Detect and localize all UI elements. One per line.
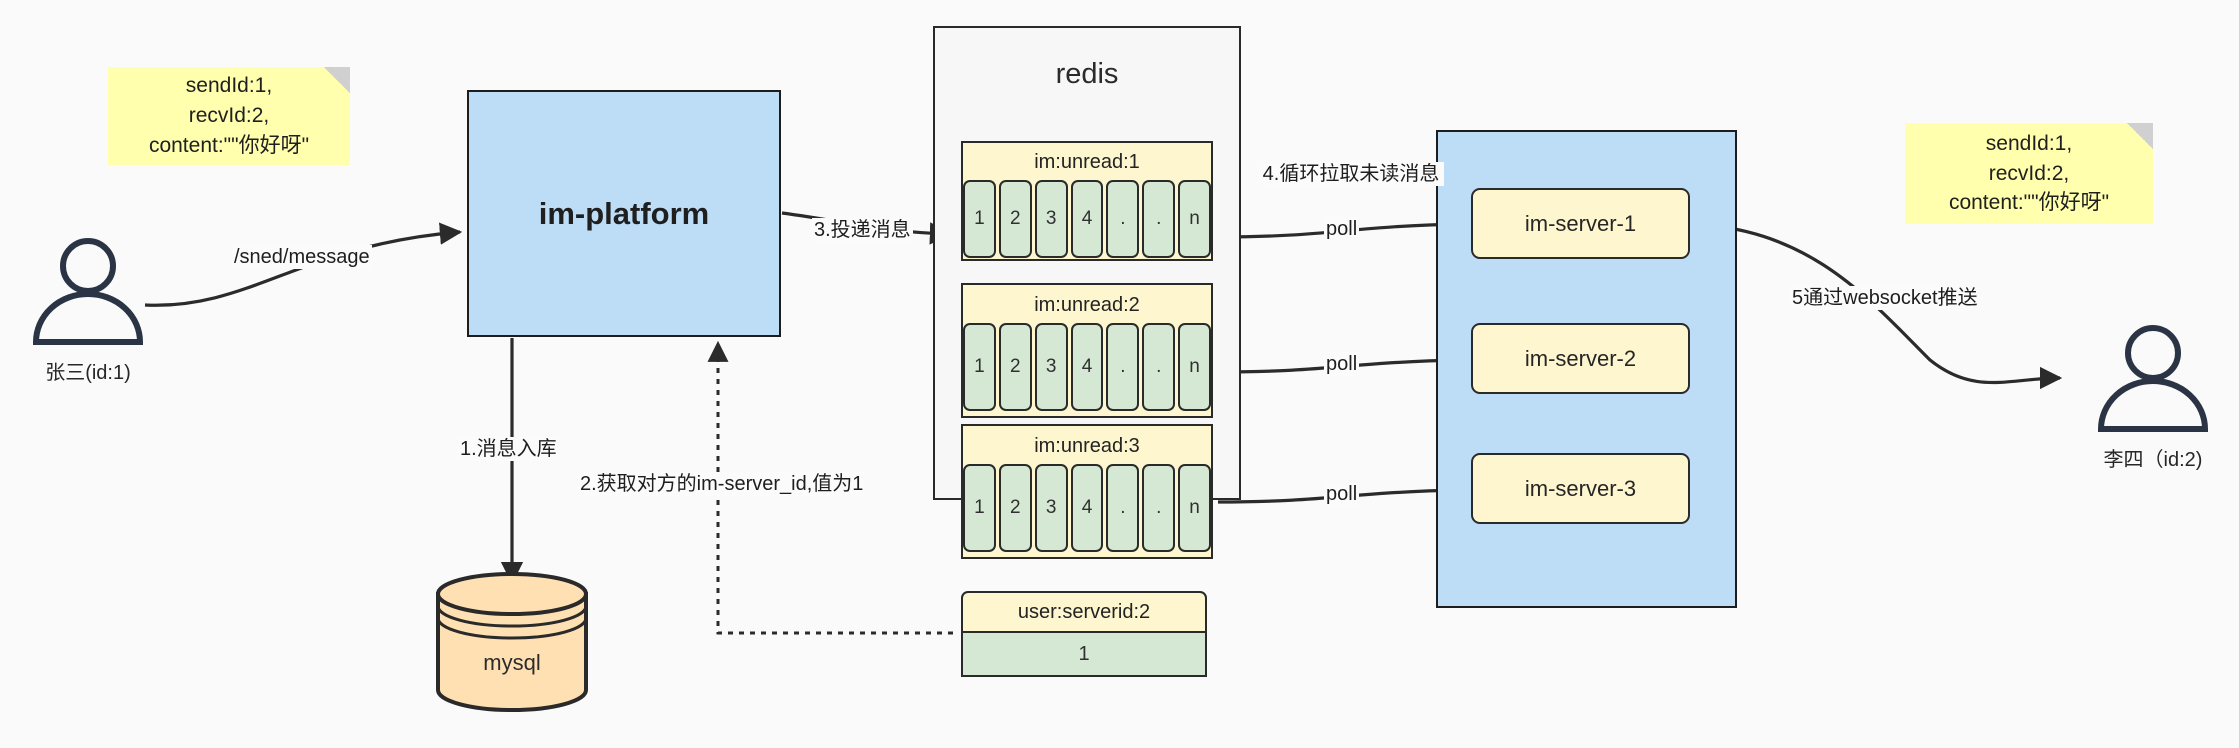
actor-sender: 张三(id:1)	[20, 238, 156, 384]
redis-list-2-cells: 1 2 3 4 . . n	[963, 323, 1212, 411]
im-server-3-box[interactable]: im-server-3	[1471, 453, 1690, 524]
list-cell[interactable]: n	[1178, 464, 1212, 552]
list-cell[interactable]: n	[1178, 180, 1212, 258]
list-cell[interactable]: n	[1178, 323, 1212, 411]
list-cell[interactable]: 2	[998, 323, 1032, 411]
redis-list-key: im:unread:3	[1034, 435, 1140, 457]
edge-label-step3: 3.投递消息	[812, 218, 913, 242]
edge-label-poll-3: poll	[1324, 482, 1360, 506]
redis-kv-value: 1	[961, 633, 1207, 677]
person-icon	[32, 238, 144, 345]
edge-label-step5: 5通过websocket推送	[1790, 286, 1980, 310]
edge-label-step2: 2.获取对方的im-server_id,值为1	[578, 472, 866, 496]
edge-label-step4: 4.循环拉取未读消息	[1258, 162, 1444, 186]
message-payload-note-left: sendId:1, recvId:2, content:""你好呀"	[108, 67, 350, 165]
redis-list-key: im:unread:1	[1034, 151, 1140, 173]
list-cell[interactable]: 1	[963, 323, 996, 411]
redis-list-1-cells: 1 2 3 4 . . n	[963, 180, 1212, 258]
list-cell[interactable]: 3	[1034, 323, 1068, 411]
note-fold-corner-icon	[324, 67, 350, 93]
im-server-1-box[interactable]: im-server-1	[1471, 188, 1690, 259]
note-line: sendId:1,	[1985, 131, 2073, 155]
list-cell[interactable]: 4	[1070, 180, 1104, 258]
list-cell[interactable]: .	[1106, 464, 1140, 552]
list-cell[interactable]: 2	[998, 464, 1032, 552]
im-platform-box[interactable]: im-platform	[467, 90, 781, 337]
im-platform-label: im-platform	[538, 195, 710, 231]
note-line: recvId:2,	[1988, 161, 2070, 185]
list-cell[interactable]: 1	[963, 464, 996, 552]
list-cell[interactable]: .	[1106, 180, 1140, 258]
note-line: recvId:2,	[188, 104, 270, 128]
mysql-database[interactable]: mysql	[432, 572, 592, 712]
note-line: content:""你好呀"	[148, 133, 310, 157]
edge-label-step1: 1.消息入库	[458, 437, 559, 461]
redis-kv-user-serverid[interactable]: user:serverid:2 1	[961, 591, 1207, 677]
edge-label-poll-1: poll	[1324, 217, 1360, 241]
redis-kv-key: user:serverid:2	[961, 591, 1207, 633]
im-server-2-box[interactable]: im-server-2	[1471, 323, 1690, 394]
message-payload-note-right: sendId:1, recvId:2, content:""你好呀"	[1905, 123, 2153, 224]
database-cylinder-icon	[436, 572, 588, 712]
mysql-label: mysql	[483, 650, 541, 675]
person-icon	[2097, 325, 2209, 432]
list-cell[interactable]: 1	[963, 180, 996, 258]
list-cell[interactable]: .	[1142, 180, 1176, 258]
actor-receiver: 李四（id:2)	[2085, 325, 2221, 471]
im-server-2-label: im-server-2	[1524, 345, 1637, 371]
list-cell[interactable]: .	[1142, 464, 1176, 552]
redis-list-key: im:unread:2	[1034, 294, 1140, 316]
list-cell[interactable]: 4	[1070, 323, 1104, 411]
edge-label-send-message: /sned/message	[232, 245, 372, 269]
note-line: sendId:1,	[185, 74, 273, 98]
redis-title: redis	[1055, 58, 1119, 90]
list-cell[interactable]: 3	[1034, 180, 1068, 258]
im-server-1-label: im-server-1	[1524, 210, 1637, 236]
edge-label-poll-2: poll	[1324, 352, 1360, 376]
actor-receiver-label: 李四（id:2)	[2103, 449, 2203, 471]
list-cell[interactable]: .	[1106, 323, 1140, 411]
note-fold-corner-icon	[2127, 123, 2153, 149]
list-cell[interactable]: .	[1142, 323, 1176, 411]
list-cell[interactable]: 4	[1070, 464, 1104, 552]
actor-sender-label: 张三(id:1)	[45, 362, 131, 384]
list-cell[interactable]: 2	[998, 180, 1032, 258]
redis-list-3-cells: 1 2 3 4 . . n	[963, 464, 1212, 552]
note-line: content:""你好呀"	[1948, 191, 2110, 215]
im-server-3-label: im-server-3	[1524, 475, 1637, 501]
list-cell[interactable]: 3	[1034, 464, 1068, 552]
